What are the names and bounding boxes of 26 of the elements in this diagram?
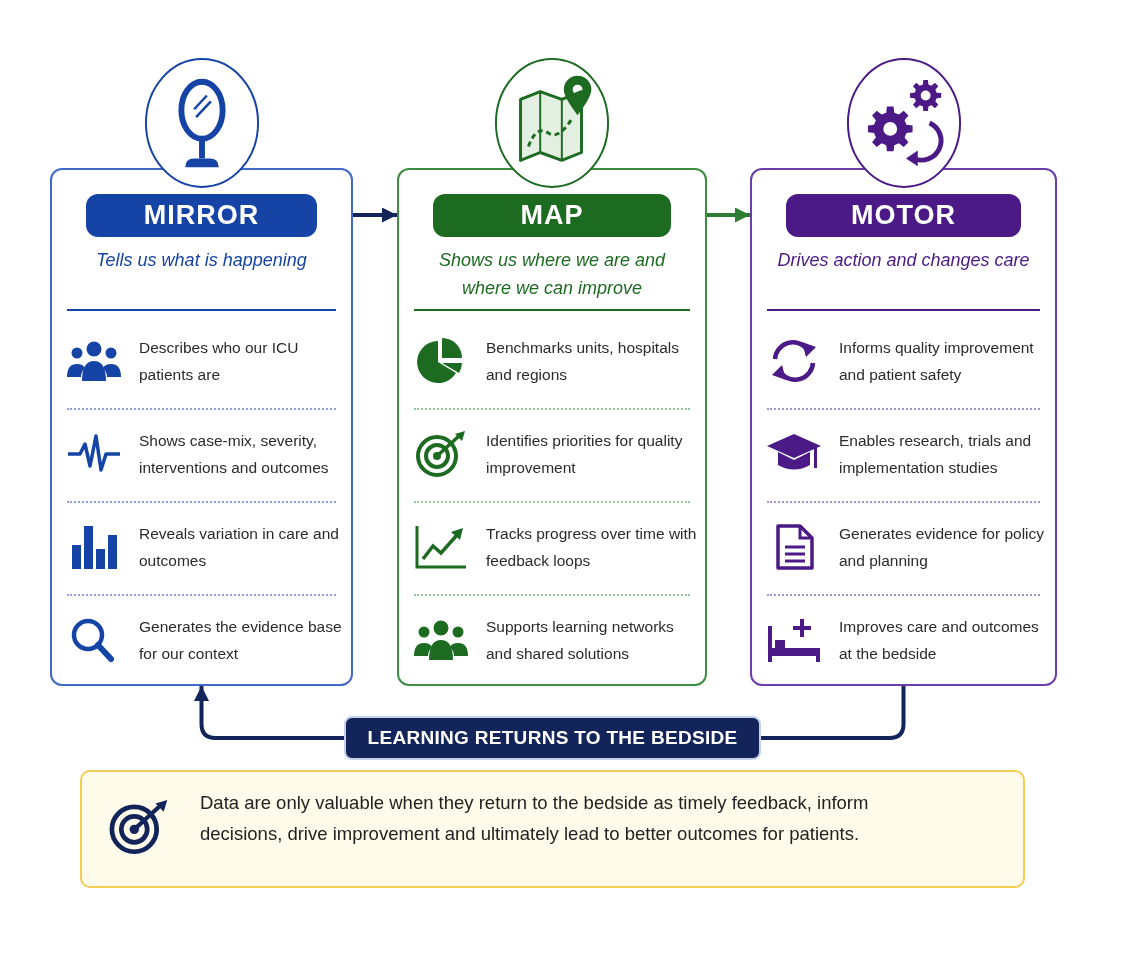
- item-text: Generates the evidence base for our context: [139, 617, 343, 664]
- item-text: Enables research, trials and implementation studies: [839, 431, 1033, 478]
- panel-card: [750, 168, 1057, 686]
- item-text: Supports learning networks and shared solutions: [486, 617, 675, 664]
- arrow: [707, 207, 750, 223]
- arrow: [353, 207, 397, 223]
- item-text: Identifies priorities for quality improvement: [486, 431, 684, 478]
- item-text: Informs quality improvement and patient safety: [839, 338, 1035, 385]
- heading-banner: MOTOR: [786, 194, 1021, 237]
- item-text: Benchmarks units, hospitals and regions: [486, 338, 680, 385]
- note-text: Data are only valuable when they return to the bedside as timely feedback, inform decisions, drive improvement and ultimately lead to better outcomes for patients.: [200, 791, 870, 846]
- subtitle-text: Shows us where we are and where we can improve: [437, 249, 667, 300]
- item-text: Shows case-mix, severity, interventions and outcomes: [139, 431, 330, 478]
- panel-card: [397, 168, 707, 686]
- item-text: Improves care and outcomes at the bedside: [839, 617, 1040, 664]
- item-text: Generates evidence for policy and planning: [839, 524, 1046, 571]
- item-text: Describes who our ICU patients are: [139, 338, 300, 385]
- heading-banner: MAP: [433, 194, 671, 237]
- subtitle-text: Tells us what is happening: [95, 249, 308, 272]
- panel-card: [50, 168, 353, 686]
- item-text: Reveals variation in care and outcomes: [139, 524, 340, 571]
- subtitle-text: Drives action and changes care: [776, 249, 1031, 272]
- item-text: Tracks progress over time with feedback loops: [486, 524, 698, 571]
- edge-label: LEARNING RETURNS TO THE BEDSIDE: [343, 716, 762, 760]
- note-box: [80, 770, 1025, 888]
- heading-banner: MIRROR: [86, 194, 317, 237]
